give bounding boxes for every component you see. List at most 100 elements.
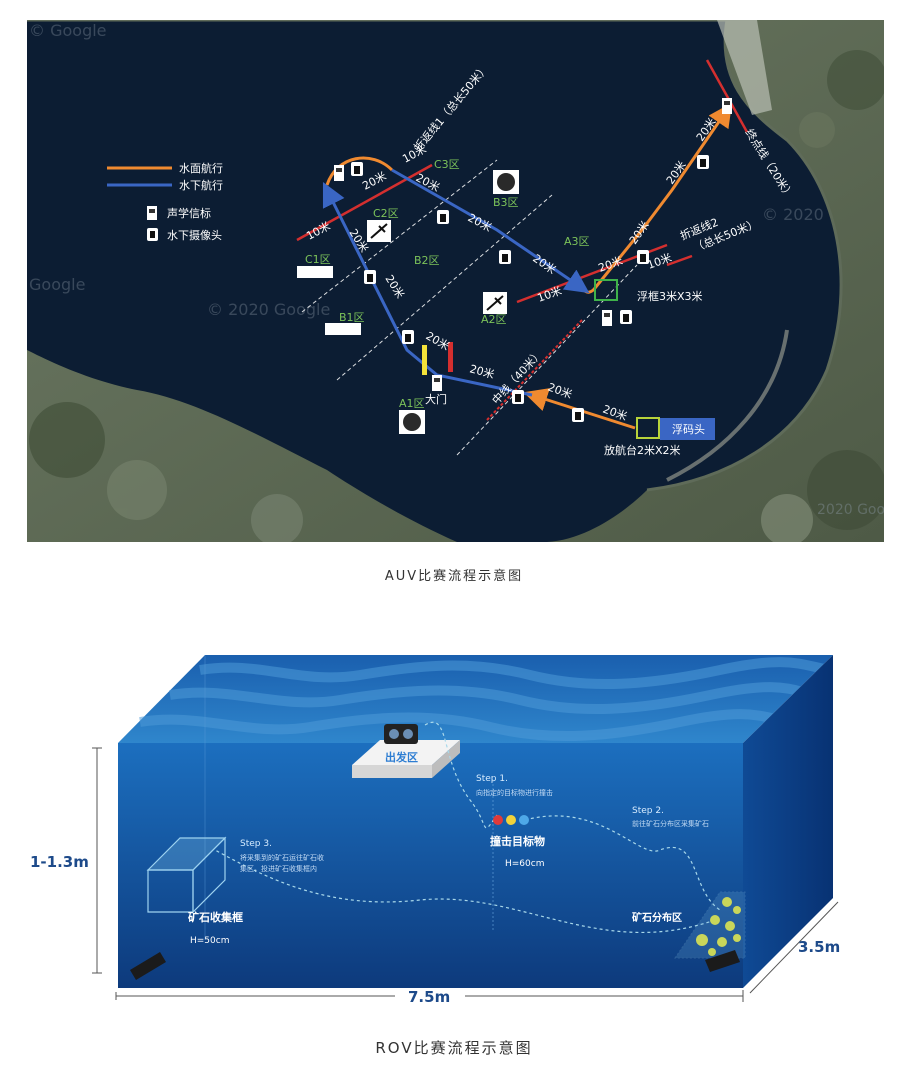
legend-camera-icon [147, 228, 158, 241]
rov-tank-svg: 出发区 Step 1. 向指定的目标物进行撞击 Step 2. 前往矿石分布区采… [30, 655, 840, 1006]
gate-red-post [448, 342, 453, 372]
start-platform-front [352, 765, 432, 778]
route-step2 [524, 815, 721, 911]
camera-icon [351, 162, 363, 176]
auv-map-svg: © Google Google © 2020 Google © 2020 202… [23, 18, 887, 546]
legend-surface-label: 水面航行 [179, 161, 223, 175]
beacon-icon [722, 98, 732, 114]
camera-icon [512, 390, 524, 404]
legend: 水面航行 水下航行 声学信标 水下摄像头 [107, 161, 223, 242]
underwater-path-2 [391, 168, 590, 294]
underwater-path-1 [322, 181, 533, 397]
zone-b3: B3区 [493, 196, 519, 209]
watermark-right: © 2020 [762, 205, 824, 224]
step2-title: Step 2. [632, 806, 664, 816]
camera-icons [351, 155, 709, 422]
watermark-left: Google [29, 275, 85, 294]
sign-b1 [325, 323, 361, 335]
shore-line [27, 18, 843, 492]
step1-title: Step 1. [476, 774, 508, 784]
step3-title: Step 3. [240, 839, 272, 849]
legend-underwater-label: 水下航行 [179, 178, 223, 192]
beacon-icon [602, 310, 612, 326]
beacon-icon [432, 375, 442, 391]
ore-area [674, 891, 746, 959]
tank-camera-icon [130, 952, 166, 980]
step2-desc: 前往矿石分布区采集矿石 [632, 819, 709, 828]
zone-c2: C2区 [373, 207, 399, 220]
rov-robot-icon [384, 724, 418, 744]
step1-desc: 向指定的目标物进行撞击 [476, 788, 553, 797]
camera-icon [437, 210, 449, 224]
road [666, 329, 789, 482]
legend-beacon-icon [147, 206, 157, 220]
zone-b1: B1区 [339, 311, 365, 324]
zone-c1: C1区 [305, 253, 331, 266]
dimension-lines [92, 747, 839, 1002]
depth-dimension: 1-1.3m [30, 853, 89, 871]
waves [139, 657, 831, 742]
camera-icon [620, 310, 632, 324]
zone-dividers [301, 159, 638, 456]
sign-c1 [297, 266, 333, 278]
start-label: 出发区 [385, 750, 418, 764]
camera-icon [637, 250, 649, 264]
start-platform-side [432, 740, 460, 778]
route-step1 [424, 721, 498, 829]
start-platform-top [352, 740, 460, 765]
box-label: 矿石收集框 [188, 910, 243, 924]
watermark-bottom: 2020 Goo [817, 502, 884, 518]
gate-yellow-post [422, 345, 427, 375]
zone-a2: A2区 [481, 313, 507, 326]
target-height: H=60cm [505, 859, 544, 869]
width-dimension: 3.5m [798, 938, 840, 956]
camera-icon [697, 155, 709, 169]
zone-labels: C3区 C2区 C1区 B3区 B2区 B1区 A3区 A2区 A1区 [305, 158, 590, 410]
legend-camera-label: 水下摄像头 [167, 228, 222, 242]
auv-diagram: © Google Google © 2020 Google © 2020 202… [23, 18, 887, 546]
legend-beacon-label: 声学信标 [167, 206, 211, 220]
target-ball-red [493, 815, 503, 825]
route-step3 [214, 849, 716, 934]
tank-side [743, 655, 833, 988]
ore-label: 矿石分布区 [632, 911, 682, 924]
auv-caption: AUV比赛流程示意图 [384, 569, 524, 584]
dock [660, 418, 715, 440]
collection-box [146, 836, 227, 914]
ore-stones [696, 897, 741, 956]
target-label: 撞击目标物 [490, 834, 545, 848]
zone-c3: C3区 [434, 158, 460, 171]
beacon-icon [334, 165, 344, 181]
pier [717, 20, 772, 115]
zone-b2: B2区 [414, 254, 440, 267]
camera-icon [364, 270, 376, 284]
length-dimension: 7.5m [408, 988, 450, 1006]
gate-label: 大门 [425, 392, 447, 406]
zone-a1: A1区 [399, 397, 425, 410]
svg-text:20米: 20米 [468, 362, 496, 381]
surface-path-3 [325, 156, 394, 186]
target-ball-blue [519, 815, 529, 825]
launch-platform [636, 417, 660, 439]
step3-desc-line2: 集区，投进矿石收集框内 [240, 864, 317, 873]
camera-icon [402, 330, 414, 344]
watermark-top: © Google [29, 21, 107, 40]
lake-water [27, 20, 842, 542]
beacon-icons [334, 98, 732, 391]
target-icons [297, 170, 519, 434]
watermark-mid: © 2020 Google [207, 300, 330, 319]
camera-icon [572, 408, 584, 422]
rov-diagram: 出发区 Step 1. 向指定的目标物进行撞击 Step 2. 前往矿石分布区采… [0, 640, 908, 1010]
step3-desc-line1: 将采集到的矿石运往矿石收 [240, 853, 324, 862]
box-height: H=50cm [190, 936, 229, 946]
target-ball-yellow [506, 815, 516, 825]
rov-caption: ROV比赛流程示意图 [375, 1039, 533, 1057]
tank-front [118, 743, 743, 988]
float-frame-label: 浮框3米X3米 [637, 290, 703, 303]
camera-icon [499, 250, 511, 264]
launch-platform-label: 放航台2米X2米 [604, 443, 681, 457]
center-line [486, 319, 583, 421]
dock-label: 浮码头 [672, 423, 705, 436]
zone-a3: A3区 [564, 235, 590, 248]
surface-path-2 [593, 102, 733, 289]
